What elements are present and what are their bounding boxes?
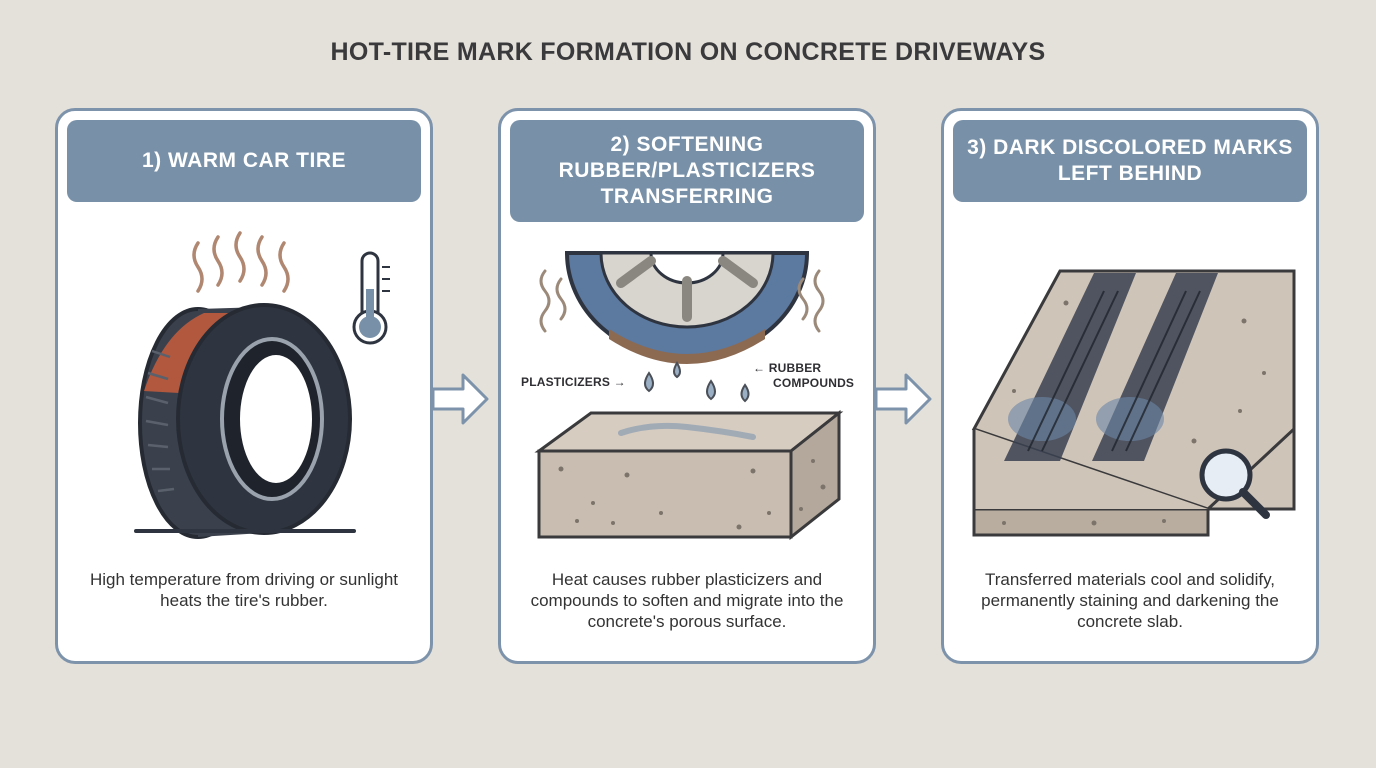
step-caption-1: High temperature from driving or sunligh… xyxy=(89,570,399,610)
step-caption-3: Transferred materials cool and solidify,… xyxy=(981,570,1279,631)
step-panel-2: 2) SOFTENING RUBBER/PLASTICIZERS TRANSFE… xyxy=(498,108,876,664)
compounds-label: COMPOUNDS xyxy=(773,376,855,390)
tire-with-heat-waves-and-thermometer-icon xyxy=(134,231,390,539)
step-heading-3: 3) DARK DISCOLORED MARKS LEFT BEHIND xyxy=(953,120,1307,202)
flow-arrow-1-icon xyxy=(431,373,489,425)
tire-dripping-onto-concrete-block-icon xyxy=(534,251,844,541)
step-caption-2: Heat causes rubber plasticizers and comp… xyxy=(530,570,844,631)
stained-concrete-slab-with-magnifier-icon xyxy=(971,269,1296,537)
step-panel-3: 3) DARK DISCOLORED MARKS LEFT BEHIND xyxy=(941,108,1319,664)
diagram-title: HOT-TIRE MARK FORMATION ON CONCRETE DRIV… xyxy=(330,38,1046,66)
plasticizers-label: PLASTICIZERS → xyxy=(521,375,626,389)
step-heading-2: 2) SOFTENING RUBBER/PLASTICIZERS TRANSFE… xyxy=(510,120,864,222)
rubber-label: ← RUBBER xyxy=(753,361,822,375)
step-heading-1: 1) WARM CAR TIRE xyxy=(67,120,421,202)
flow-arrow-2-icon xyxy=(874,373,932,425)
step-panel-1: 1) WARM CAR TIRE xyxy=(55,108,433,664)
